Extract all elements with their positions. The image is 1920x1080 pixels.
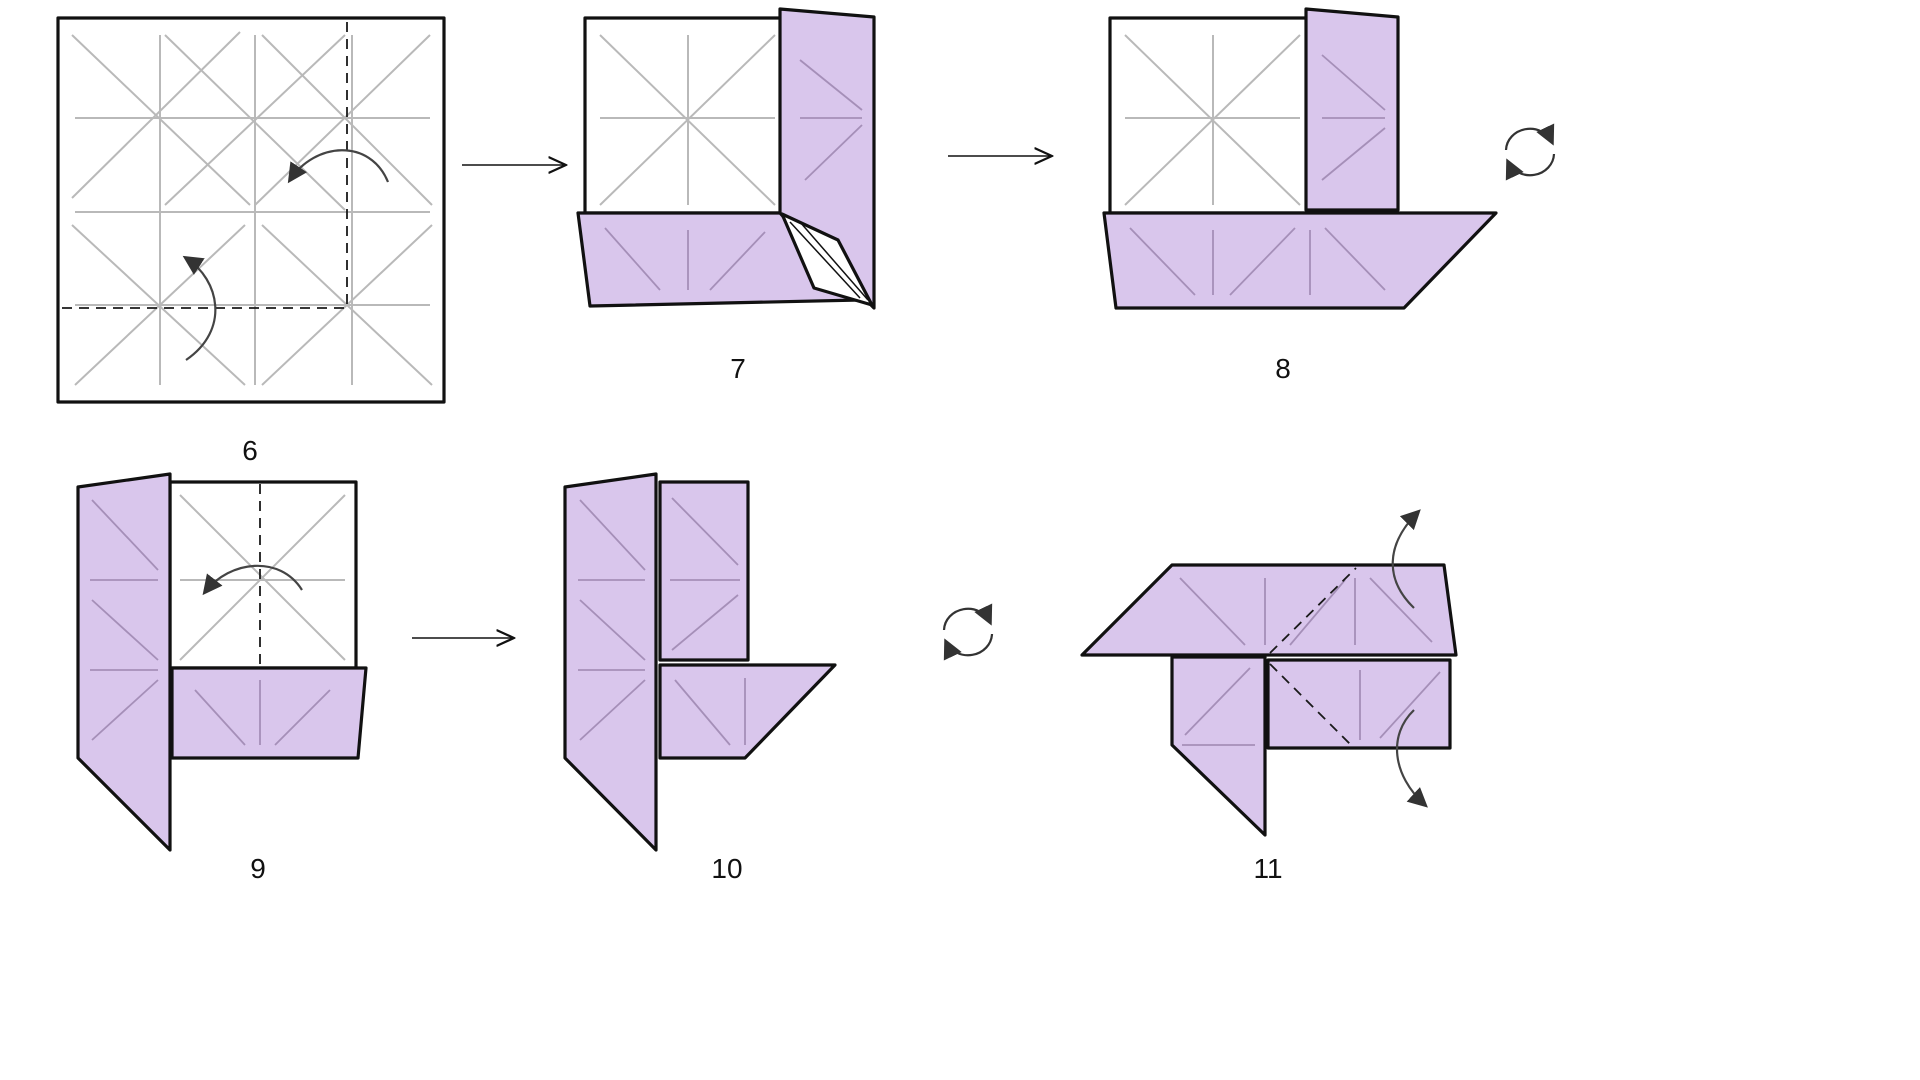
crease-pattern bbox=[71, 31, 433, 386]
step-7: 7 bbox=[576, 7, 876, 384]
folded-flap-left bbox=[76, 472, 172, 852]
turn-over-icon bbox=[942, 603, 994, 661]
folded-flap-bottom bbox=[1102, 211, 1498, 310]
crease-pattern bbox=[1124, 34, 1301, 206]
folded-flap-left bbox=[563, 472, 658, 852]
origami-instruction-diagram: 6 7 bbox=[56, 7, 1556, 884]
step-number-label: 7 bbox=[730, 353, 746, 384]
step-number-label: 8 bbox=[1275, 353, 1291, 384]
paper-unfolded-area bbox=[168, 480, 358, 670]
folded-flap-top bbox=[1080, 563, 1458, 657]
folded-flap-right bbox=[1304, 7, 1400, 212]
folded-flap-bottom bbox=[170, 666, 368, 760]
folded-flap-lower-right bbox=[1266, 658, 1452, 750]
step-8: 8 bbox=[1102, 7, 1498, 384]
fold-arrow-icon bbox=[287, 149, 390, 184]
step-11: 11 bbox=[1080, 509, 1458, 884]
fold-arrow-icon bbox=[1395, 709, 1428, 808]
valley-fold-line-upper bbox=[1269, 567, 1357, 654]
fold-arrow-icon bbox=[182, 255, 217, 361]
fold-arrow-icon bbox=[1391, 509, 1421, 609]
crease-pattern bbox=[599, 34, 776, 206]
step-number-label: 9 bbox=[250, 853, 266, 884]
fold-arrow-icon bbox=[202, 564, 303, 596]
step-number-label: 11 bbox=[1253, 853, 1282, 884]
folded-flap-lower-left bbox=[1170, 655, 1267, 837]
step-number-label: 6 bbox=[242, 435, 258, 466]
turn-over-icon bbox=[1504, 123, 1556, 181]
folded-flap-top bbox=[658, 480, 750, 662]
valley-fold-line-lower bbox=[1269, 663, 1353, 747]
step-number-label: 10 bbox=[711, 853, 742, 884]
step-10: 10 bbox=[563, 472, 837, 884]
step-6: 6 bbox=[56, 16, 446, 466]
step-9: 9 bbox=[76, 472, 368, 884]
folded-flap-bottom bbox=[658, 663, 837, 760]
